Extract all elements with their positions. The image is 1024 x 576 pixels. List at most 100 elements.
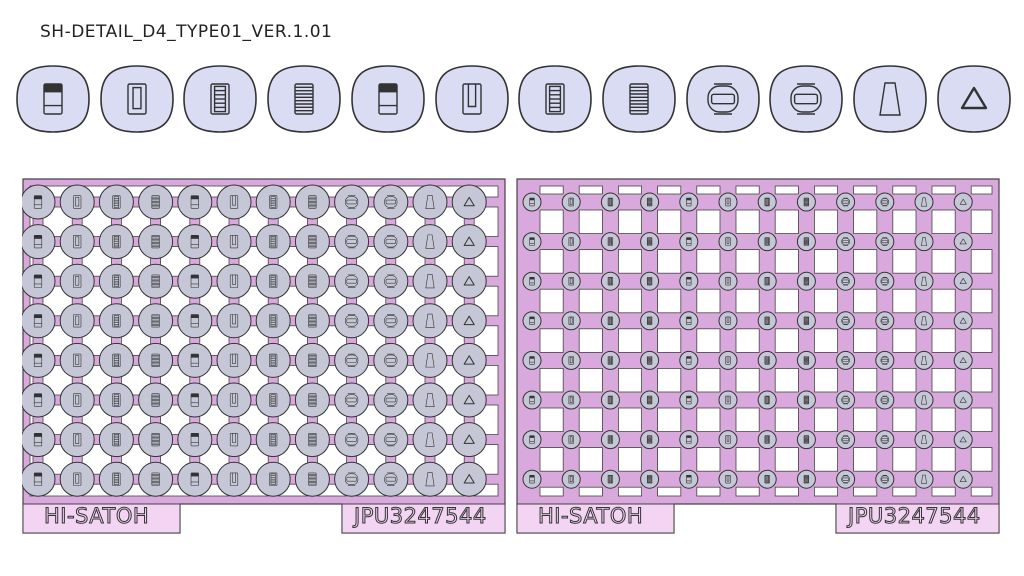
sheet-left-part [255,422,291,458]
sheet-right-part [953,469,973,489]
sheet-left-drawing [22,178,506,534]
tapered-block-icon[interactable] [853,64,927,134]
sheet-right-parts [522,192,973,489]
sheet-left-part [294,461,330,497]
sheet-right-part [600,232,620,252]
sheet-left-part [255,382,291,418]
sheet-left-part [412,382,448,418]
sheet-left-part [216,422,252,458]
sheet-right-part [953,311,973,331]
sheet-left: HI-SATOH JPU3247544 [22,178,506,534]
sheet-right-part [718,430,738,450]
clamp-band-icon[interactable] [769,64,844,134]
panel-ladder-icon[interactable] [183,64,258,134]
sheet-left-part [294,224,330,260]
sheet-right-part [757,232,777,252]
sheet-right-part [600,311,620,331]
sheet-left-part [216,184,252,220]
sheet-right-part [953,350,973,370]
sheet-right-drawing [516,178,1000,534]
tapered-block-icon-shape [853,65,927,133]
sheet-right-part [953,192,973,212]
sheet-left-part [294,263,330,299]
panel-stripes-icon[interactable] [267,64,341,134]
sheet-right-part [679,192,699,212]
triangle-icon[interactable] [936,64,1011,134]
sheet-left-part [451,224,487,260]
sheet-right-part [600,469,620,489]
sheet-right-part [757,350,777,370]
panel-stripes-icon[interactable] [602,64,676,134]
sheet-right-part [679,430,699,450]
sheet-left-part [138,184,174,220]
sheet-left-part [177,382,213,418]
sheet-right-part [640,350,660,370]
sheet-left-part [177,224,213,260]
sheet-left-part [98,382,134,418]
sheet-right-part [875,430,895,450]
sheet-right-part [953,430,973,450]
sheet-right-part [757,390,777,410]
clamp-band-icon-shape [769,65,844,133]
sheet-left-part [59,224,95,260]
sheet-left-part [294,422,330,458]
panel-stripe-top-icon[interactable] [16,64,90,134]
clamp-band-icon-shape [685,65,760,133]
panel-slot-icon[interactable] [99,64,174,134]
sheet-left-part [451,342,487,378]
sheet-right-part [796,350,816,370]
sheet-right-part [914,390,934,410]
sheet-left-part [98,422,134,458]
sheet-left-part [451,303,487,339]
sheet-left-part [59,382,95,418]
sheet-left-part [334,224,370,260]
sheet-right-part [836,350,856,370]
sheet-left-part [138,342,174,378]
sheet-left-part [22,461,56,497]
clamp-band-icon[interactable] [685,64,760,134]
sheet-left-part [22,263,56,299]
sheet-right-part [640,311,660,331]
sheet-right-part [522,232,542,252]
sheet-right-part [718,350,738,370]
sheet-right-label-boxes [516,503,1000,534]
triangle-icon-shape [936,65,1011,133]
panel-stripe-top-icon[interactable] [350,64,425,134]
sheet-left-part [98,303,134,339]
sheet-right-part [561,192,581,212]
sheet-left-part [98,263,134,299]
sheet-left-part [216,342,252,378]
sheet-left-part [412,422,448,458]
sheet-left-part [334,263,370,299]
sheet-right-part [640,390,660,410]
sheet-left-part [22,342,56,378]
sheet-left-part [216,461,252,497]
sheet-right-part [640,192,660,212]
sheet-left-part [334,303,370,339]
sheet-right-part [953,390,973,410]
sheet-right-part [796,192,816,212]
sheet-left-part [294,184,330,220]
sheet-left-part [451,461,487,497]
sheet-left-part [412,224,448,260]
sheet-right-part [600,271,620,291]
sheet-left-part [412,184,448,220]
sheet-right-part [914,350,934,370]
sheet-right-part [718,232,738,252]
sheet-left-part [216,224,252,260]
panel-stripes-icon-shape [602,65,676,133]
panel-u-slot-icon[interactable] [434,64,509,134]
sheet-right-part [522,271,542,291]
sheet-left-part [22,422,56,458]
sheet-right-part [679,311,699,331]
panel-ladder-icon[interactable] [518,64,592,134]
sheet-right-part [914,232,934,252]
sheet-left-part [412,461,448,497]
sheet-left-part [59,263,95,299]
sheet-left-part [255,263,291,299]
sheet-right-part [757,311,777,331]
sheet-left-part [334,422,370,458]
sheet-right-part [561,311,581,331]
sheet-left-part [334,382,370,418]
sheet-right-part [796,232,816,252]
